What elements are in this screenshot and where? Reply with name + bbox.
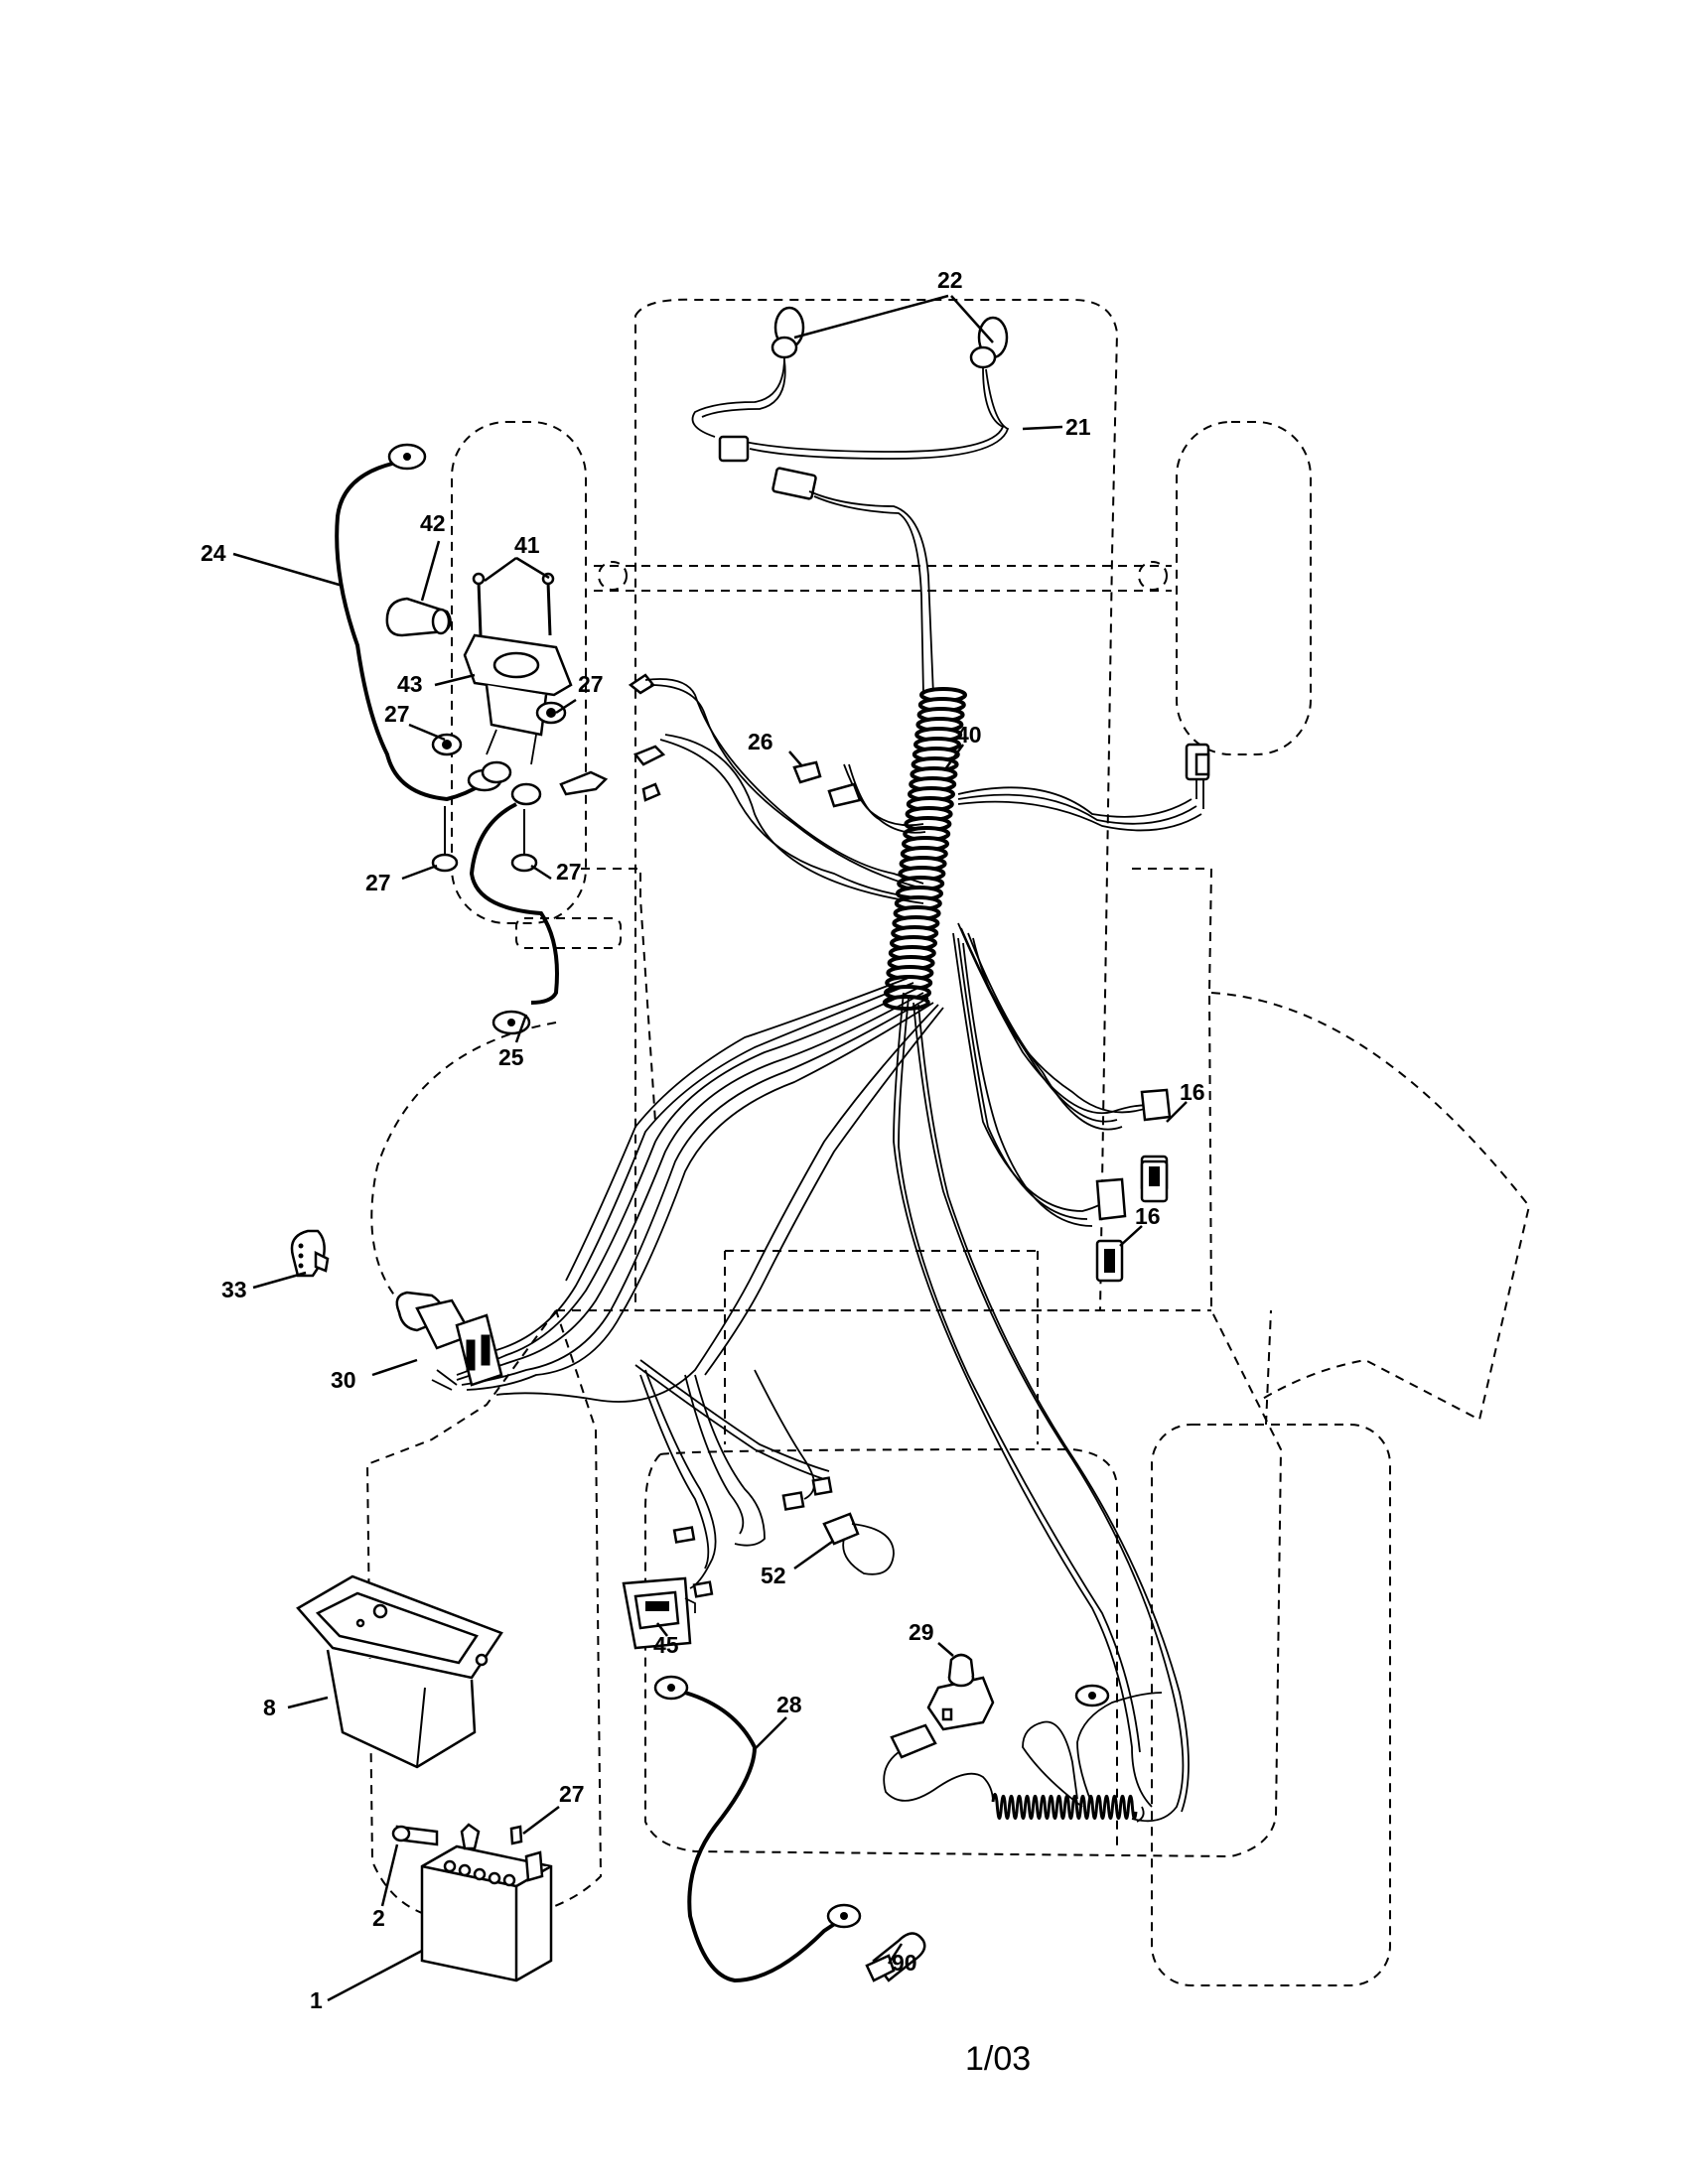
callout-27-left: 27 [384, 701, 410, 727]
battery [391, 1823, 553, 1982]
tractor-outline [365, 298, 1531, 1986]
callout-30: 30 [331, 1367, 356, 1393]
callout-90: 90 [892, 1950, 917, 1976]
callout-8: 8 [263, 1695, 276, 1720]
starter-solenoid-assembly [335, 443, 666, 1035]
callout-29: 29 [909, 1619, 934, 1645]
callout-40: 40 [956, 722, 982, 748]
ignition-switch [395, 1291, 503, 1391]
callout-2: 2 [372, 1905, 385, 1931]
main-harness-sleeve [882, 687, 967, 1011]
coiled-cord-spiral [991, 1793, 1138, 1821]
callout-43: 43 [397, 671, 423, 697]
terminal-boot [865, 1932, 926, 1982]
coiled-cord [883, 1684, 1163, 1823]
callout-42: 42 [420, 510, 446, 536]
callout-28: 28 [776, 1692, 802, 1717]
ignition-key [290, 1229, 330, 1278]
hour-meter [622, 1576, 696, 1650]
callout-24: 24 [201, 540, 226, 566]
callout-52: 52 [761, 1563, 786, 1588]
callout-22: 22 [937, 267, 963, 293]
callout-25: 25 [498, 1044, 524, 1070]
callout-27-lower-left: 27 [365, 870, 391, 895]
callout-16-upper: 16 [1180, 1079, 1205, 1105]
battery-tray [296, 1574, 503, 1769]
callout-33: 33 [221, 1277, 247, 1302]
callout-27-lower-right: 27 [556, 859, 582, 885]
ground-cable [653, 1675, 862, 1983]
callout-16-lower: 16 [1135, 1203, 1161, 1229]
pto-switch [926, 1653, 995, 1731]
callout-27-top-right: 27 [578, 671, 604, 697]
harness-wires [456, 678, 1210, 1823]
callout-26: 26 [748, 729, 773, 754]
callout-27-battery: 27 [559, 1781, 585, 1807]
callout-1: 1 [310, 1987, 323, 2013]
callout-21: 21 [1065, 414, 1091, 440]
headlight-harness [691, 306, 1010, 696]
date-code: 1/03 [965, 2040, 1031, 2078]
callout-41: 41 [514, 532, 540, 558]
callout-leaders [232, 294, 1188, 2002]
seat-switch-connector [822, 1512, 895, 1575]
callout-45: 45 [653, 1632, 679, 1658]
callout-labels: 22 21 42 41 24 43 27 27 27 27 26 40 25 1… [201, 267, 1205, 2013]
